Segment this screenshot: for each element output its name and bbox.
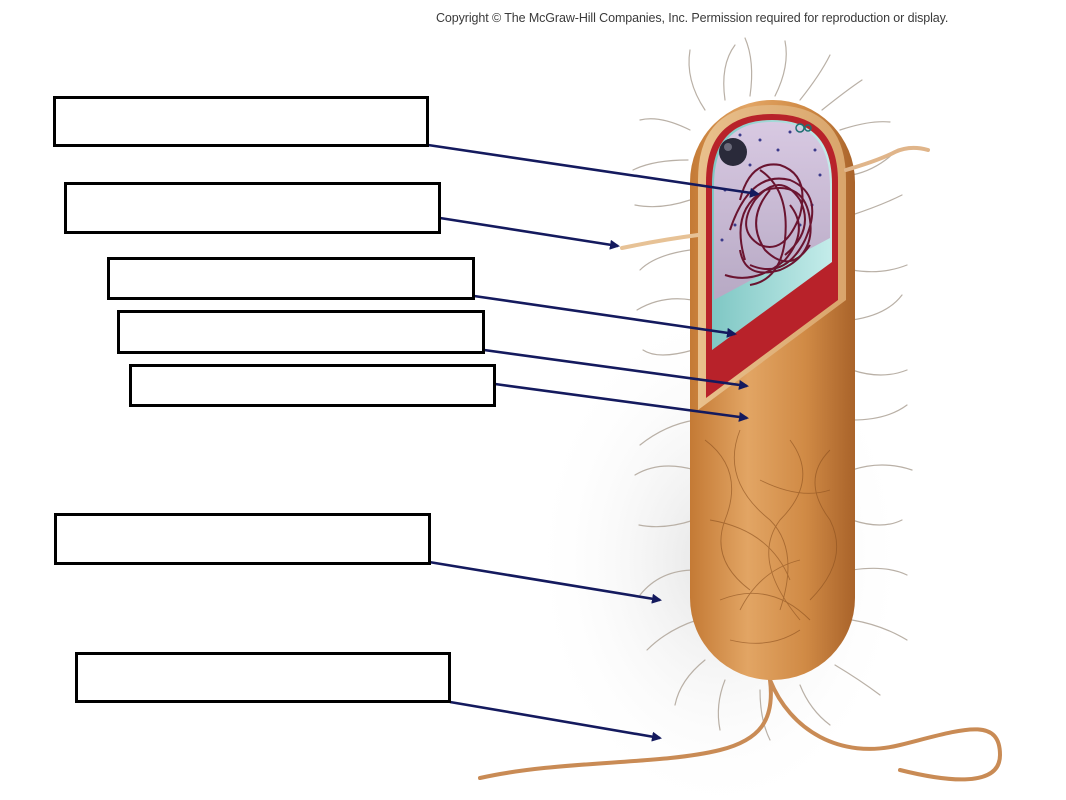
label-box-6[interactable] <box>54 513 431 565</box>
sex-pilus <box>620 233 700 250</box>
label-box-3[interactable] <box>107 257 475 300</box>
arrow-5 <box>494 382 749 422</box>
inclusion-granule <box>719 138 747 166</box>
arrow-3 <box>473 294 737 338</box>
nucleoid <box>724 163 814 286</box>
arrow-1 <box>427 143 760 198</box>
arrow-4 <box>483 348 749 390</box>
arrow-6 <box>428 560 662 604</box>
side-flagellum <box>844 145 930 172</box>
label-box-7[interactable] <box>75 652 451 703</box>
arrow-7 <box>449 700 662 742</box>
label-box-5[interactable] <box>129 364 496 407</box>
copyright-notice: Copyright © The McGraw-Hill Companies, I… <box>436 11 949 25</box>
label-box-4[interactable] <box>117 310 485 354</box>
label-box-1[interactable] <box>53 96 429 147</box>
pointer-arrows <box>427 143 760 742</box>
pili <box>632 37 913 741</box>
label-box-2[interactable] <box>64 182 441 234</box>
arrow-2 <box>439 216 620 250</box>
surface-fibers <box>704 429 838 644</box>
flagellum <box>478 678 1003 782</box>
plasmids <box>795 123 812 133</box>
